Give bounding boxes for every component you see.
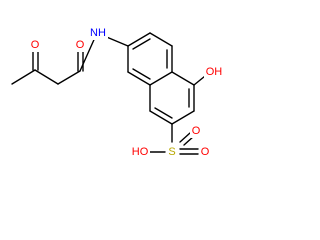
- chemical-structure: NH O O OH S HO O O: [11, 26, 224, 159]
- bonds: [11, 32, 211, 155]
- bond-ring-b-3: [171, 110, 195, 125]
- atom-labels: NH O O OH S HO O O: [29, 26, 224, 159]
- bond-ring-a-1: [127, 32, 151, 47]
- bond-ring-b-4: [149, 110, 173, 125]
- bond-ring-a-inner-1: [132, 38, 151, 50]
- ketone-oxygen-label: O: [29, 38, 41, 52]
- sulfonic-oxygen-right-text: O: [201, 146, 210, 158]
- amide-oxygen-text: O: [76, 39, 85, 51]
- sulfonic-oxygen-upper-text: O: [192, 125, 201, 137]
- amide-nitrogen-text: NH: [90, 27, 106, 39]
- bond-ketone-methylene: [34, 69, 59, 85]
- sulfonic-hydroxyl-text: HO: [132, 146, 149, 158]
- bond-methylene-amide-carbon: [57, 70, 81, 85]
- bond-sulfur-oxo-upper-1: [179, 132, 191, 143]
- phenol-text: OH: [206, 66, 223, 78]
- sulfonic-oxygen-upper-label: O: [190, 124, 202, 138]
- bond-methyl-ketone-carbon: [11, 69, 36, 85]
- bond-ring-a-5: [127, 71, 151, 86]
- sulfonic-hydroxyl-label: HO: [130, 145, 150, 159]
- bond-ring-a-2: [149, 32, 173, 47]
- bond-ring-b-1: [171, 71, 195, 86]
- amide-nitrogen-label: NH: [88, 26, 108, 40]
- phenol-label: OH: [204, 65, 224, 79]
- ketone-oxygen-text: O: [31, 39, 40, 51]
- amide-oxygen-label: O: [74, 38, 86, 52]
- sulfur-label: S: [166, 145, 178, 159]
- bond-ring-a-inner-3: [132, 68, 151, 80]
- sulfur-text: S: [168, 146, 175, 158]
- bond-ring-b-inner-2: [154, 107, 173, 119]
- sulfonic-oxygen-right-label: O: [199, 145, 211, 159]
- bond-ring-a-4: [149, 71, 173, 86]
